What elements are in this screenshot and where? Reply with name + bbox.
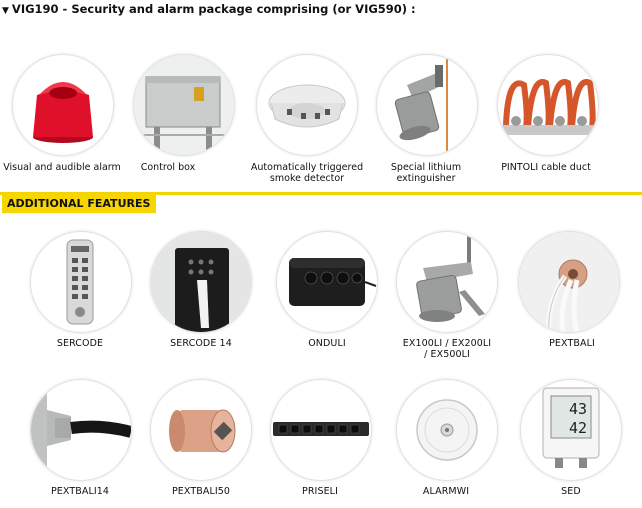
feature-item-label: PEXTBALI bbox=[549, 338, 595, 349]
package-title: VIG190 - Security and alarm package comp… bbox=[11, 2, 416, 16]
sercode-14-image bbox=[150, 231, 252, 333]
smoke-detector-image bbox=[256, 54, 358, 156]
feature-item-label: SERCODE bbox=[56, 338, 104, 349]
package-item-label: Special lithium extinguisher bbox=[390, 162, 462, 184]
section-title: ADDITIONAL FEATURES bbox=[2, 194, 157, 213]
feature-item-label: SERCODE 14 bbox=[170, 338, 232, 349]
ex-series-image bbox=[396, 231, 498, 333]
section-band: ADDITIONAL FEATURES bbox=[0, 192, 642, 214]
feature-item-label: SED bbox=[561, 486, 581, 497]
feature-item-label: PEXTBALI14 bbox=[50, 486, 110, 497]
package-item-label: Automatically triggered smoke detector bbox=[250, 162, 364, 184]
extinguisher-image bbox=[376, 54, 478, 156]
sed-reading-top: 43 bbox=[569, 400, 587, 418]
sercode-image bbox=[30, 231, 132, 333]
feature-item-label: ALARMWI bbox=[422, 486, 470, 497]
alarmwi-image bbox=[396, 379, 498, 481]
package-item-label: Visual and audible alarm bbox=[3, 162, 121, 173]
alarm-image bbox=[12, 54, 114, 156]
feature-item-label: EX100LI / EX200LI / EX500LI bbox=[402, 338, 492, 360]
feature-item-label: PRISELI bbox=[302, 486, 338, 497]
feature-item-label: ONDULI bbox=[308, 338, 346, 349]
section-divider bbox=[0, 192, 642, 195]
pextbali50-image bbox=[150, 379, 252, 481]
sed-image: 43 42 bbox=[520, 379, 622, 481]
onduli-image bbox=[276, 231, 378, 333]
priseli-image bbox=[270, 379, 372, 481]
pextbali-image bbox=[518, 231, 620, 333]
package-item-label: Control box bbox=[140, 162, 196, 173]
collapse-triangle-icon[interactable]: ▼ bbox=[2, 6, 9, 16]
package-header: ▼VIG190 - Security and alarm package com… bbox=[2, 2, 416, 16]
package-item-label: PINTOLI cable duct bbox=[501, 162, 591, 173]
pextbali14-image bbox=[30, 379, 132, 481]
sed-reading-bottom: 42 bbox=[569, 419, 587, 437]
control-box-image bbox=[133, 54, 235, 156]
feature-item-label: PEXTBALI50 bbox=[171, 486, 231, 497]
cable-duct-image bbox=[497, 54, 599, 156]
